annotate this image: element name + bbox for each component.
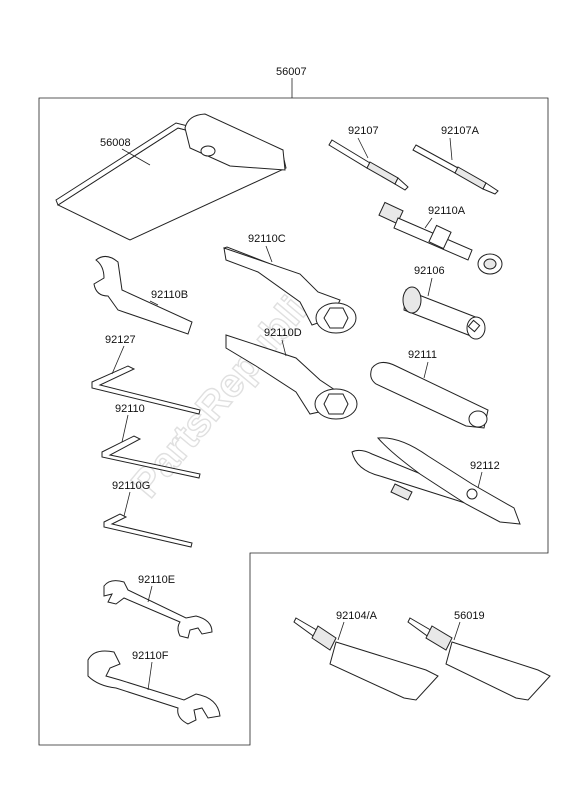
label-screwdriver-a: 92107 — [348, 125, 379, 137]
label-socket: 92106 — [414, 265, 445, 277]
label-spanner-d: 92110D — [264, 327, 302, 339]
handle-icon — [378, 201, 503, 275]
spanner-e-leader — [147, 585, 153, 603]
hex-key-2-leader — [121, 414, 129, 443]
screwdriver-icon — [412, 144, 499, 195]
spanner-c-leader — [265, 245, 273, 263]
pliers-leader — [477, 471, 483, 489]
socket-leader — [427, 277, 433, 297]
sealant-tube-icon — [293, 617, 439, 701]
spanner-f-leader — [147, 661, 153, 691]
screwdriver-icon — [328, 139, 409, 191]
label-spanner-f: 92110F — [132, 650, 169, 662]
label-sealant-a: 92104/A — [336, 610, 378, 622]
label-sealant-b: 56019 — [454, 610, 485, 622]
label-hex-key-1: 92127 — [105, 334, 136, 346]
hex-key-icon — [103, 513, 193, 548]
label-screwdriver-b: 92107A — [441, 125, 480, 137]
handle-leader — [424, 217, 433, 229]
hex-key-icon — [91, 365, 201, 415]
ring-spanner-icon — [225, 334, 358, 420]
hex-key-3-leader — [123, 491, 131, 517]
sealant-b-leader — [453, 621, 461, 641]
pouch-icon — [55, 113, 287, 241]
label-spanner-e: 92110E — [138, 574, 175, 586]
tube-leader — [423, 361, 429, 379]
label-handle: 92110A — [428, 205, 466, 217]
label-pin-spanner: 92110B — [151, 289, 188, 301]
label-pouch: 56008 — [100, 137, 131, 149]
label-kit: 56007 — [276, 66, 307, 78]
hex-key-icon — [101, 435, 201, 479]
spanner-d-leader — [281, 339, 287, 357]
hex-key-1-leader — [111, 345, 125, 375]
socket-icon — [402, 286, 486, 340]
kit-frame — [38, 97, 549, 746]
label-tube: 92111 — [408, 349, 437, 361]
label-pliers: 92112 — [470, 460, 500, 472]
pouch-leader — [121, 148, 151, 166]
pin-spanner-icon — [93, 256, 193, 335]
sealant-tube-icon — [407, 617, 551, 701]
ring-spanner-icon — [223, 246, 357, 334]
pin-spanner-leader — [149, 300, 159, 306]
label-hex-key-3: 92110G — [112, 480, 150, 492]
screwdriver-b-leader — [449, 137, 453, 161]
screwdriver-a-leader — [357, 137, 369, 159]
label-spanner-c: 92110C — [248, 233, 286, 245]
pliers-icon — [351, 437, 521, 525]
tube-icon — [370, 362, 489, 429]
sealant-a-leader — [337, 621, 345, 641]
open-spanner-icon — [103, 580, 213, 639]
label-hex-key-2: 92110 — [115, 403, 145, 415]
open-spanner-icon — [87, 650, 221, 725]
